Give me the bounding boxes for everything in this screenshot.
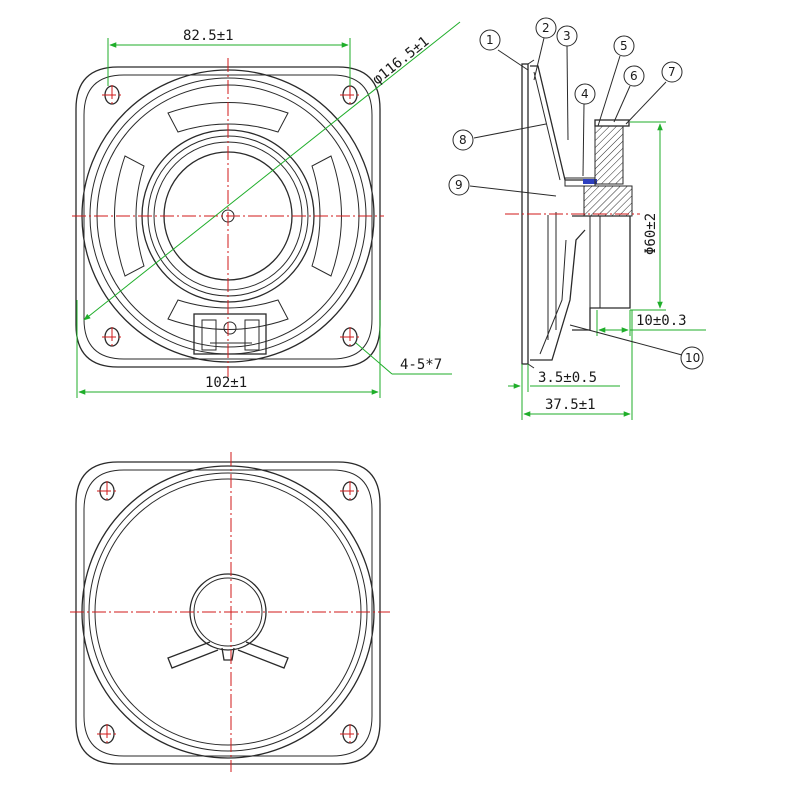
svg-text:5: 5 [620, 39, 628, 53]
svg-text:8: 8 [459, 133, 467, 147]
svg-text:3: 3 [563, 29, 571, 43]
callout-10: 10 [569, 324, 704, 370]
back-spokes [167, 641, 289, 669]
dim-magnet-diameter [630, 121, 666, 311]
dim-outer-width [76, 300, 381, 398]
dim-depth [523, 310, 633, 420]
dim-holes-label: 4-5*7 [400, 357, 442, 373]
side-cone-upper [530, 65, 585, 181]
dim-outer-width-label: 102±1 [205, 375, 247, 391]
dim-inner-width [107, 38, 351, 86]
dim-inner-width-label: 82.5±1 [183, 28, 234, 44]
svg-text:7: 7 [668, 65, 676, 79]
callout-2: 2 [533, 17, 557, 81]
callout-8: 8 [452, 123, 547, 151]
callout-9: 9 [448, 174, 557, 197]
dim-diagonal [83, 21, 461, 321]
dim-holes-leader [355, 342, 452, 375]
dim-diagonal-label: φ116.5±1 [370, 34, 433, 89]
dim-magnet-diameter-label: Φ60±2 [643, 213, 659, 255]
callout-7: 7 [625, 61, 683, 125]
back-view [70, 452, 390, 772]
side-back-plate [583, 185, 633, 217]
svg-text:1: 1 [486, 33, 494, 47]
side-cone-lower [530, 229, 586, 361]
callout-3: 3 [556, 25, 578, 141]
back-frame-inner [83, 469, 373, 757]
svg-text:4: 4 [581, 87, 589, 101]
side-body-lower [572, 215, 631, 331]
side-section-view: Φ60±2 10±0.3 3.5±0.5 37.5±1 1 [448, 17, 706, 420]
dim-flange [508, 364, 620, 420]
front-view: 82.5±1 φ116.5±1 102±1 4-5*7 [72, 21, 461, 398]
basket-windows [114, 102, 342, 330]
front-frame-inner [83, 74, 373, 360]
svg-text:6: 6 [630, 69, 638, 83]
front-frame [75, 66, 381, 368]
svg-text:2: 2 [542, 21, 550, 35]
callout-5: 5 [597, 35, 635, 127]
terminal-block [193, 313, 267, 355]
back-frame [75, 461, 381, 765]
side-magnet [594, 125, 624, 185]
callout-1: 1 [479, 29, 529, 71]
dim-magnet-height-label: 10±0.3 [636, 313, 687, 329]
svg-text:9: 9 [455, 178, 463, 192]
callout-6: 6 [613, 65, 645, 123]
dim-depth-label: 37.5±1 [545, 397, 596, 413]
callout-4: 4 [574, 83, 596, 177]
dim-magnet-height [596, 310, 706, 336]
svg-text:10: 10 [685, 351, 700, 365]
dim-flange-label: 3.5±0.5 [538, 370, 597, 386]
side-coil-wire [583, 179, 597, 184]
